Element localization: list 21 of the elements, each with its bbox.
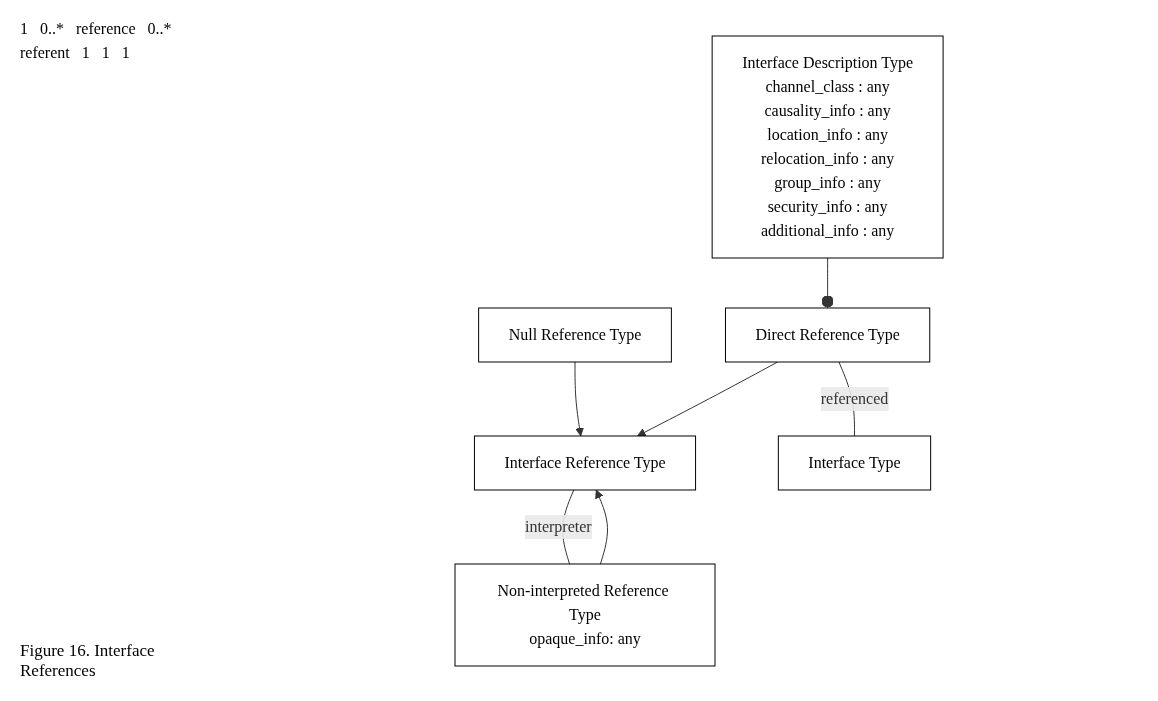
arrow <box>595 489 608 564</box>
edge-label: interpreter <box>524 517 592 535</box>
arrow <box>636 361 779 436</box>
multiplicity-label: reference <box>76 20 136 38</box>
multiplicity-label: 1 <box>101 44 110 62</box>
node-box: Interface Reference Type <box>473 435 696 490</box>
multiplicity-label: 1 <box>121 44 130 62</box>
node-box: Null Reference Type <box>478 307 672 362</box>
multiplicity-label: 0..* <box>40 20 64 38</box>
multiplicity-label: 1 <box>81 44 90 62</box>
multiplicity-label: 0..* <box>147 20 172 38</box>
multiplicity-label: 1 <box>20 20 28 38</box>
connector <box>821 257 834 308</box>
node-box: Direct Reference Type <box>724 307 931 362</box>
edge-label: referenced <box>820 389 889 407</box>
arrow <box>574 361 584 436</box>
multiplicity-label: referent <box>20 44 70 62</box>
node-box: Interface Description Type channel_class : any causality_info : any location_info : any relocation_info : any group_info : any security_info : any additional_info : any <box>711 35 944 258</box>
node-box: Interface Type <box>777 435 932 490</box>
node-box: Non-interpreted Reference Type opaque_info: any <box>454 563 716 666</box>
figure-caption: Figure 16. Interface References <box>20 641 156 681</box>
